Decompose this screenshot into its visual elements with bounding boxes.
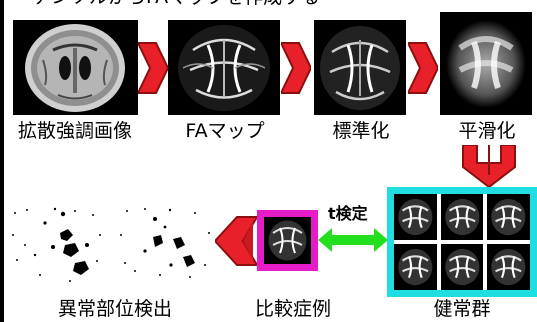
healthy-brain-thumbnail (394, 244, 437, 290)
result-image-axial-1 (5, 205, 105, 285)
down-arrow (459, 145, 519, 187)
dwi-brain-image (13, 20, 138, 115)
step-arrow-2 (281, 38, 311, 98)
smoothed-brain-image (440, 12, 532, 115)
cut-off-heading: テンソルからFAマップを作成する (32, 0, 320, 8)
step-label-smoothing: 平滑化 (458, 120, 516, 142)
step-label-fa-map: FAマップ (185, 120, 265, 142)
step-label-normalization: 標準化 (332, 120, 390, 142)
healthy-group-label: 健常群 (433, 298, 491, 320)
healthy-group-grid (394, 194, 530, 290)
left-border (0, 0, 4, 322)
patient-frame (257, 210, 318, 271)
patient-label: 比較症例 (254, 298, 331, 320)
healthy-brain-thumbnail (440, 194, 484, 240)
normalized-brain-image (314, 20, 406, 115)
step-label-dwi: 拡散強調画像 (17, 120, 132, 142)
result-label: 異常部位検出 (57, 298, 172, 320)
healthy-brain-thumbnail (487, 194, 530, 240)
healthy-group-frame (387, 187, 537, 297)
healthy-brain-thumbnail (440, 244, 484, 290)
t-test-label: t検定 (328, 204, 368, 223)
fa-map-brain-image (168, 20, 280, 115)
healthy-brain-thumbnail (487, 244, 530, 290)
patient-brain-image (268, 220, 307, 261)
t-test-double-arrow (318, 228, 388, 252)
step-arrow-1 (138, 38, 168, 98)
step-arrow-3 (408, 38, 438, 98)
result-image-axial-2 (115, 205, 215, 285)
healthy-brain-thumbnail (394, 194, 437, 240)
result-arrow (215, 212, 257, 270)
